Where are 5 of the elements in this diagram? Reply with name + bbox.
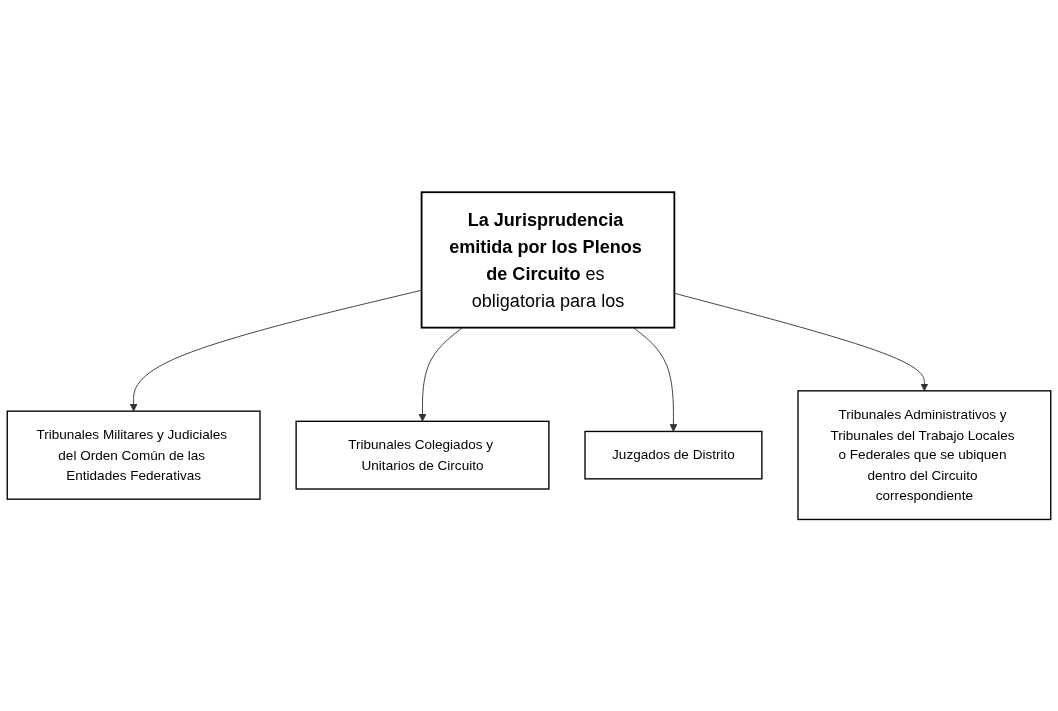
node-box: Tribunales Militares y Judiciales del Orden Común de las Entidades Federativas bbox=[6, 410, 261, 500]
node-box: Juzgados de Distrito bbox=[584, 430, 763, 480]
node-box: La Jurisprudencia emitida por los Plenos de Circuito es obligatoria para los bbox=[420, 190, 676, 329]
node-box: Tribunales Administrativos y Tribunales del Trabajo Locales o Federales que se ubiquen dentro del Circuito correspondiente bbox=[797, 389, 1052, 520]
node-box: Tribunales Colegiados y Unitarios de Circuito bbox=[295, 420, 550, 490]
